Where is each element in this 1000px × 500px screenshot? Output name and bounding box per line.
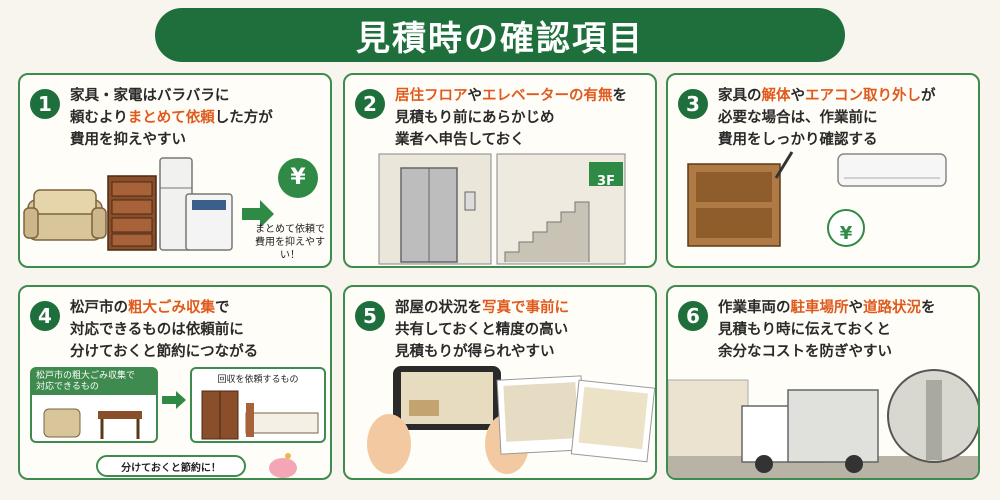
wardrobe-bed-illustration xyxy=(201,390,319,440)
piggy-bank-icon xyxy=(269,453,297,478)
text-line: 部屋の状況を写真で事前に xyxy=(395,297,653,319)
bulky-waste-box: 松戸市の粗大ごみ収集で 対応できるもの xyxy=(30,367,158,443)
card-2: 2 居住フロアやエレベーターの有無を見積もり前にあらかじめ業者へ申告しておく 3… xyxy=(343,73,657,268)
text-segment: 余分なコストを防ぎやすい xyxy=(718,344,892,360)
card-text: 作業車両の駐車場所や道路状況を見積もり時に伝えておくと余分なコストを防ぎやすい xyxy=(718,297,976,363)
text-line: 費用をしっかり確認する xyxy=(718,129,976,151)
text-line: 松戸市の粗大ごみ収集で xyxy=(70,297,328,319)
text-line: 余分なコストを防ぎやすい xyxy=(718,341,976,363)
text-segment: を xyxy=(921,300,936,316)
text-segment: 業者へ申告しておく xyxy=(395,132,525,148)
card-number: 2 xyxy=(355,89,385,119)
text-line: 費用を抑えやすい xyxy=(70,129,328,151)
yen-symbol: ¥ xyxy=(839,223,853,244)
text-segment: 分けておくと節約につながる xyxy=(70,344,259,360)
card-4: 4 松戸市の粗大ごみ収集で対応できるものは依頼前に分けておくと節約につながる 松… xyxy=(18,285,332,480)
highlight-text: 解体 xyxy=(761,88,791,104)
text-segment: 対応できるものは依頼前に xyxy=(70,322,244,338)
text-line: 作業車両の駐車場所や道路状況を xyxy=(718,297,976,319)
text-line: 頼むよりまとめて依頼した方が xyxy=(70,107,328,129)
box-title: 回収を依頼するもの xyxy=(217,375,299,385)
highlight-text: エレベーターの有無 xyxy=(482,88,613,104)
page-title: 見積時の確認項目 xyxy=(155,8,845,62)
text-segment: 松戸市の xyxy=(70,300,128,316)
text-segment: を xyxy=(612,88,628,104)
highlight-text: 道路状況 xyxy=(863,300,921,316)
text-line: 共有しておくと精度の高い xyxy=(395,319,653,341)
text-line: 家具・家電はバラバラに xyxy=(70,85,328,107)
highlight-text: 粗大ごみ収集 xyxy=(128,300,215,316)
text-line: 家具の解体やエアコン取り外しが xyxy=(718,85,976,107)
box-title: 松戸市の粗大ごみ収集で 対応できるもの xyxy=(32,369,156,395)
card-caption: まとめて依頼で 費用を抑えやすい！ xyxy=(255,224,325,261)
card-number: 3 xyxy=(678,89,708,119)
card-1: 1 家具・家電はバラバラに頼むよりまとめて依頼した方が費用を抑えやすい xyxy=(18,73,332,268)
card-text: 松戸市の粗大ごみ収集で対応できるものは依頼前に分けておくと節約につながる xyxy=(70,297,328,363)
arrow-icon xyxy=(162,391,186,409)
text-segment: や xyxy=(467,88,483,104)
text-line: 必要な場合は、作業前に xyxy=(718,107,976,129)
text-segment: 見積もり前にあらかじめ xyxy=(395,110,555,126)
card-text: 家具・家電はバラバラに頼むよりまとめて依頼した方が費用を抑えやすい xyxy=(70,85,328,151)
text-segment: 必要な場合は、作業前に xyxy=(718,110,878,126)
photo-sharing-illustration xyxy=(367,366,655,474)
text-segment: 見積もり時に伝えておくと xyxy=(718,322,891,338)
disassembly-aircon-illustration xyxy=(687,151,947,247)
text-segment: 共有しておくと精度の高い xyxy=(395,322,569,338)
text-line: 分けておくと節約につながる xyxy=(70,341,328,363)
chair-table-illustration xyxy=(43,408,142,439)
card-number: 5 xyxy=(355,301,385,331)
yen-symbol: ¥ xyxy=(290,165,306,190)
card-6: 6 作業車両の駐車場所や道路状況を見積もり時に伝えておくと余分なコストを防ぎやす… xyxy=(666,285,980,480)
text-segment: 家具・家電はバラバラに xyxy=(70,88,230,104)
text-line: 見積もりが得られやすい xyxy=(395,341,653,363)
text-line: 対応できるものは依頼前に xyxy=(70,319,328,341)
savings-pill: 分けておくと節約に！ xyxy=(96,455,246,477)
highlight-text: まとめて依頼 xyxy=(127,110,215,126)
highlight-text: 居住フロア xyxy=(395,88,468,104)
text-segment: した方が xyxy=(214,110,273,126)
highlight-text: エアコン取り外し xyxy=(805,88,921,104)
text-segment: や xyxy=(790,88,806,104)
text-segment: 家具の xyxy=(718,88,762,104)
text-segment: 部屋の状況を xyxy=(395,300,482,316)
card-3: 3 家具の解体やエアコン取り外しが必要な場合は、作業前に費用をしっかり確認する … xyxy=(666,73,980,268)
collection-request-box: 回収を依頼するもの xyxy=(190,367,326,443)
text-line: 居住フロアやエレベーターの有無を xyxy=(395,85,653,107)
text-segment: 見積もりが得られやすい xyxy=(395,344,555,360)
elevator-stairs-illustration xyxy=(378,153,626,265)
text-line: 見積もり前にあらかじめ xyxy=(395,107,653,129)
card-number: 6 xyxy=(678,301,708,331)
text-segment: 作業車両の xyxy=(718,300,791,316)
text-segment: や xyxy=(848,300,864,316)
card-text: 部屋の状況を写真で事前に共有しておくと精度の高い見積もりが得られやすい xyxy=(395,297,653,363)
card-text: 居住フロアやエレベーターの有無を見積もり前にあらかじめ業者へ申告しておく xyxy=(395,85,653,151)
floor-label: 3F xyxy=(597,173,615,189)
card-5: 5 部屋の状況を写真で事前に共有しておくと精度の高い見積もりが得られやすい xyxy=(343,285,657,480)
highlight-text: 写真で事前に xyxy=(482,300,569,316)
text-segment: が xyxy=(921,88,936,104)
text-line: 見積もり時に伝えておくと xyxy=(718,319,976,341)
text-segment: 費用をしっかり確認する xyxy=(718,132,878,148)
text-segment: で xyxy=(215,300,230,316)
highlight-text: 駐車場所 xyxy=(790,300,849,316)
truck-road-illustration xyxy=(668,369,978,478)
text-line: 業者へ申告しておく xyxy=(395,129,653,151)
card-text: 家具の解体やエアコン取り外しが必要な場合は、作業前に費用をしっかり確認する xyxy=(718,85,976,151)
card-number: 4 xyxy=(30,301,60,331)
furniture-appliances-illustration xyxy=(23,157,318,251)
card-number: 1 xyxy=(30,89,60,119)
text-segment: 頼むより xyxy=(70,110,128,126)
text-segment: 費用を抑えやすい xyxy=(70,132,186,148)
